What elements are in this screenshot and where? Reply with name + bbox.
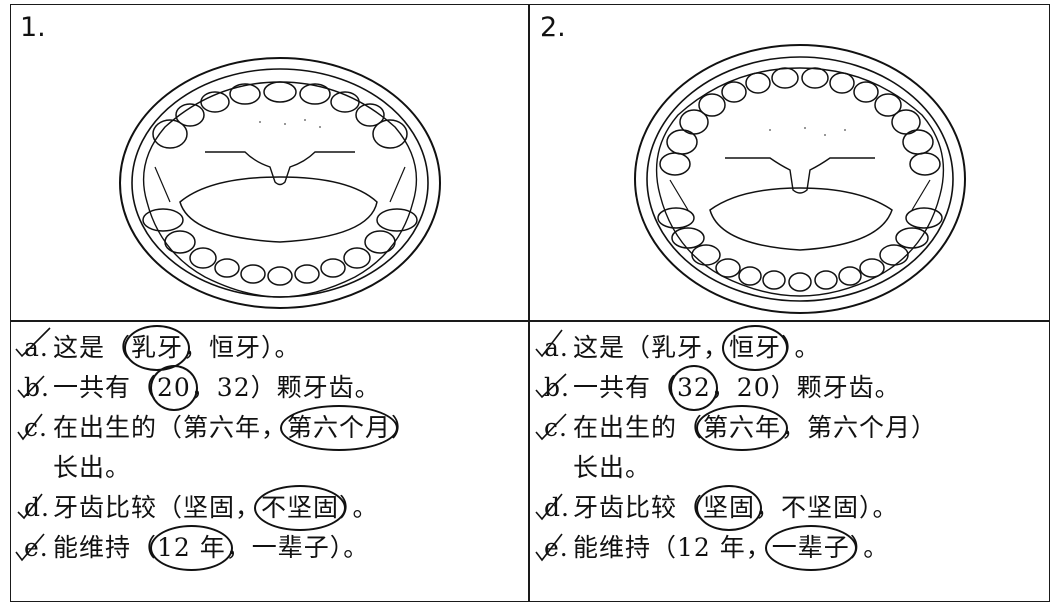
option: 乳牙: [650, 333, 703, 362]
question-2c-continued: 长出。: [572, 453, 651, 482]
option-circled: 12 年: [149, 525, 233, 571]
question-letter: e.: [544, 533, 569, 562]
question-letter: e.: [24, 533, 49, 562]
panel-1-number: 1.: [20, 12, 46, 43]
question-2a: a. 这是（乳牙，恒牙）。: [544, 325, 937, 371]
option-circled: 乳牙: [123, 325, 191, 371]
question-1e: e. 能维持（12 年，一辈子）。: [24, 525, 417, 571]
question-2e: e. 能维持（12 年，一辈子）。: [544, 525, 937, 571]
option-circled: 不坚固: [253, 485, 347, 531]
option: 12 年: [676, 533, 746, 562]
option: 第六个月: [807, 413, 912, 442]
question-letter: a.: [24, 333, 49, 362]
panel-1-question-cell: [10, 320, 530, 602]
option: 一辈子: [251, 533, 330, 562]
panel-1-image-cell: [10, 4, 530, 322]
question-letter: d.: [24, 493, 50, 522]
option-circled: 坚固: [695, 485, 763, 531]
question-letter: c.: [544, 413, 568, 442]
question-letter: b.: [24, 373, 50, 402]
baby-teeth-illustration: [115, 52, 445, 314]
panel-2-question-cell: [528, 320, 1050, 602]
question-1c-continued: 长出。: [52, 453, 131, 482]
question-2b: b. 一共有（32，20）颗牙齿。: [544, 365, 937, 411]
question-2d: d. 牙齿比较（坚固，不坚固）。: [544, 485, 937, 531]
option-circled: 恒牙: [721, 325, 789, 371]
panel-1-questions: a. 这是（乳牙，恒牙）。 b. 一共有（20，32）颗牙齿。 c. 在出生的（…: [24, 325, 417, 571]
question-1b: b. 一共有（20，32）颗牙齿。: [24, 365, 417, 411]
question-letter: a.: [544, 333, 569, 362]
panel-2-image-cell: [528, 4, 1050, 322]
option-circled: 20: [150, 365, 198, 411]
option: 坚固: [182, 493, 235, 522]
mouth-drawing-1: [119, 57, 441, 309]
option-circled: 一辈子: [764, 525, 857, 571]
option-circled: 32: [670, 365, 718, 411]
option-circled: 第六个月: [279, 405, 399, 451]
option: 不坚固: [781, 493, 860, 522]
option: 第六年: [182, 413, 261, 442]
option: 恒牙: [209, 333, 262, 362]
question-1a: a. 这是（乳牙，恒牙）。: [24, 325, 417, 371]
option: 20: [736, 373, 771, 402]
panel-2-number: 2.: [540, 12, 566, 43]
option-circled: 第六年: [695, 405, 789, 451]
worksheet: 1. 2.: [10, 4, 1050, 602]
mouth-drawing-2: [634, 44, 966, 314]
question-1c: c. 在出生的（第六年，第六个月）: [24, 405, 417, 451]
question-1d: d. 牙齿比较（坚固，不坚固）。: [24, 485, 417, 531]
panel-2-questions: a. 这是（乳牙，恒牙）。 b. 一共有（32，20）颗牙齿。 c. 在出生的（…: [544, 325, 937, 571]
question-2c: c. 在出生的（第六年，第六个月）: [544, 405, 937, 451]
permanent-teeth-illustration: [630, 40, 970, 318]
option: 32: [216, 373, 251, 402]
question-letter: d.: [544, 493, 570, 522]
question-letter: b.: [544, 373, 570, 402]
question-letter: c.: [24, 413, 48, 442]
